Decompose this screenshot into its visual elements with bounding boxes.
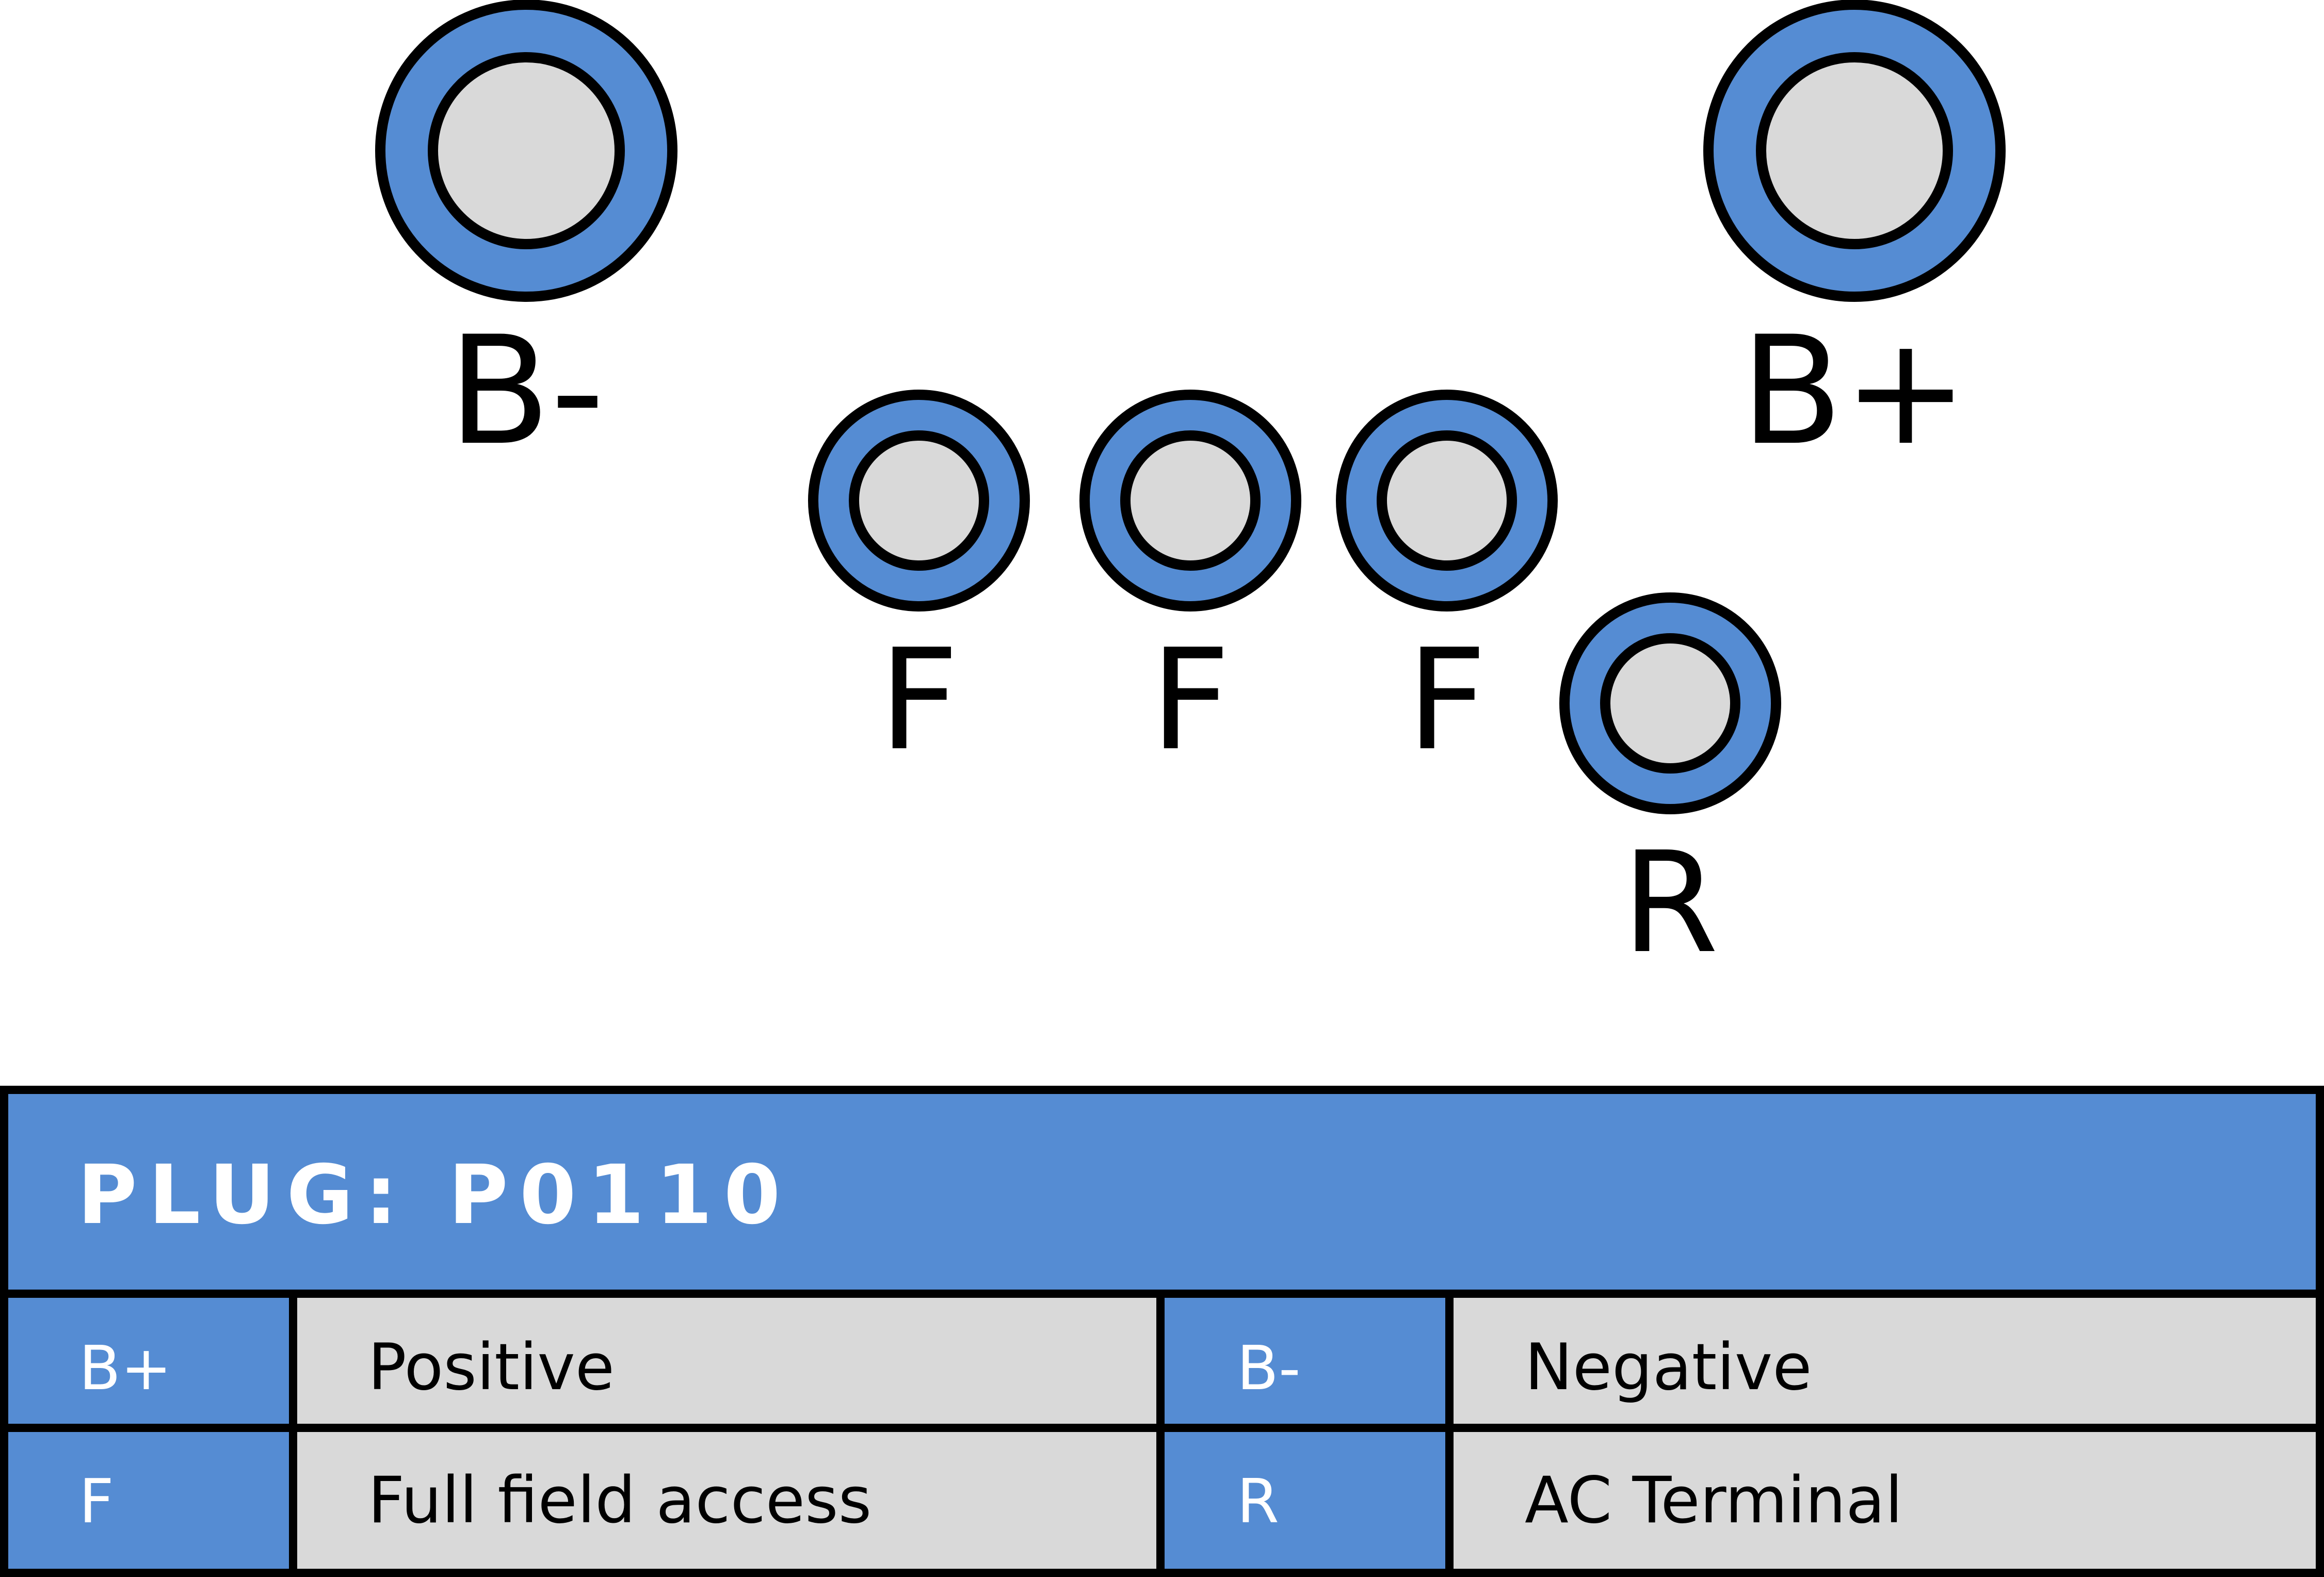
- legend-description: AC Terminal: [1525, 1463, 1903, 1538]
- terminal-b-minus: B-: [375, 0, 677, 478]
- legend-key: B+: [79, 1332, 172, 1404]
- legend-key-cell: [1156, 1424, 1454, 1577]
- terminal-label: F: [1150, 619, 1230, 781]
- legend-key-cell: [0, 1290, 297, 1432]
- terminal-core: [1756, 52, 1953, 249]
- terminal-label: F: [879, 619, 959, 781]
- legend-description-cell: [1445, 1290, 2324, 1432]
- legend-key-cell: [0, 1424, 297, 1577]
- terminal-label: F: [1407, 619, 1487, 781]
- legend-title: PLUG: P0110: [77, 1148, 792, 1243]
- terminal-label: B-: [448, 304, 605, 478]
- terminal-r: R: [1559, 592, 1781, 984]
- terminal-core: [849, 430, 989, 571]
- legend-description: Negative: [1525, 1330, 1812, 1405]
- legend-key-cell: [1156, 1290, 1454, 1432]
- legend-key: F: [79, 1466, 114, 1537]
- terminal-b-plus: B+: [1703, 0, 2006, 478]
- legend-description-cell: [1445, 1424, 2324, 1577]
- legend-description: Positive: [368, 1330, 615, 1405]
- terminal-core: [1600, 633, 1740, 774]
- legend-table: PLUG: P0110 B+ Positive B- Negative F Fu…: [0, 1086, 2324, 1577]
- terminal-label: R: [1622, 822, 1719, 984]
- terminal-f-2: F: [1079, 390, 1301, 781]
- terminal-core: [1120, 430, 1261, 571]
- legend-header: [0, 1086, 2324, 1298]
- terminal-label: B+: [1740, 304, 1968, 478]
- legend-description: Full field access: [368, 1463, 872, 1538]
- legend-key: B-: [1237, 1332, 1301, 1404]
- terminal-f-3: F: [1336, 390, 1558, 781]
- terminal-core: [428, 52, 625, 249]
- terminal-f-1: F: [808, 390, 1030, 781]
- terminal-core: [1377, 430, 1517, 571]
- legend-key: R: [1237, 1466, 1279, 1537]
